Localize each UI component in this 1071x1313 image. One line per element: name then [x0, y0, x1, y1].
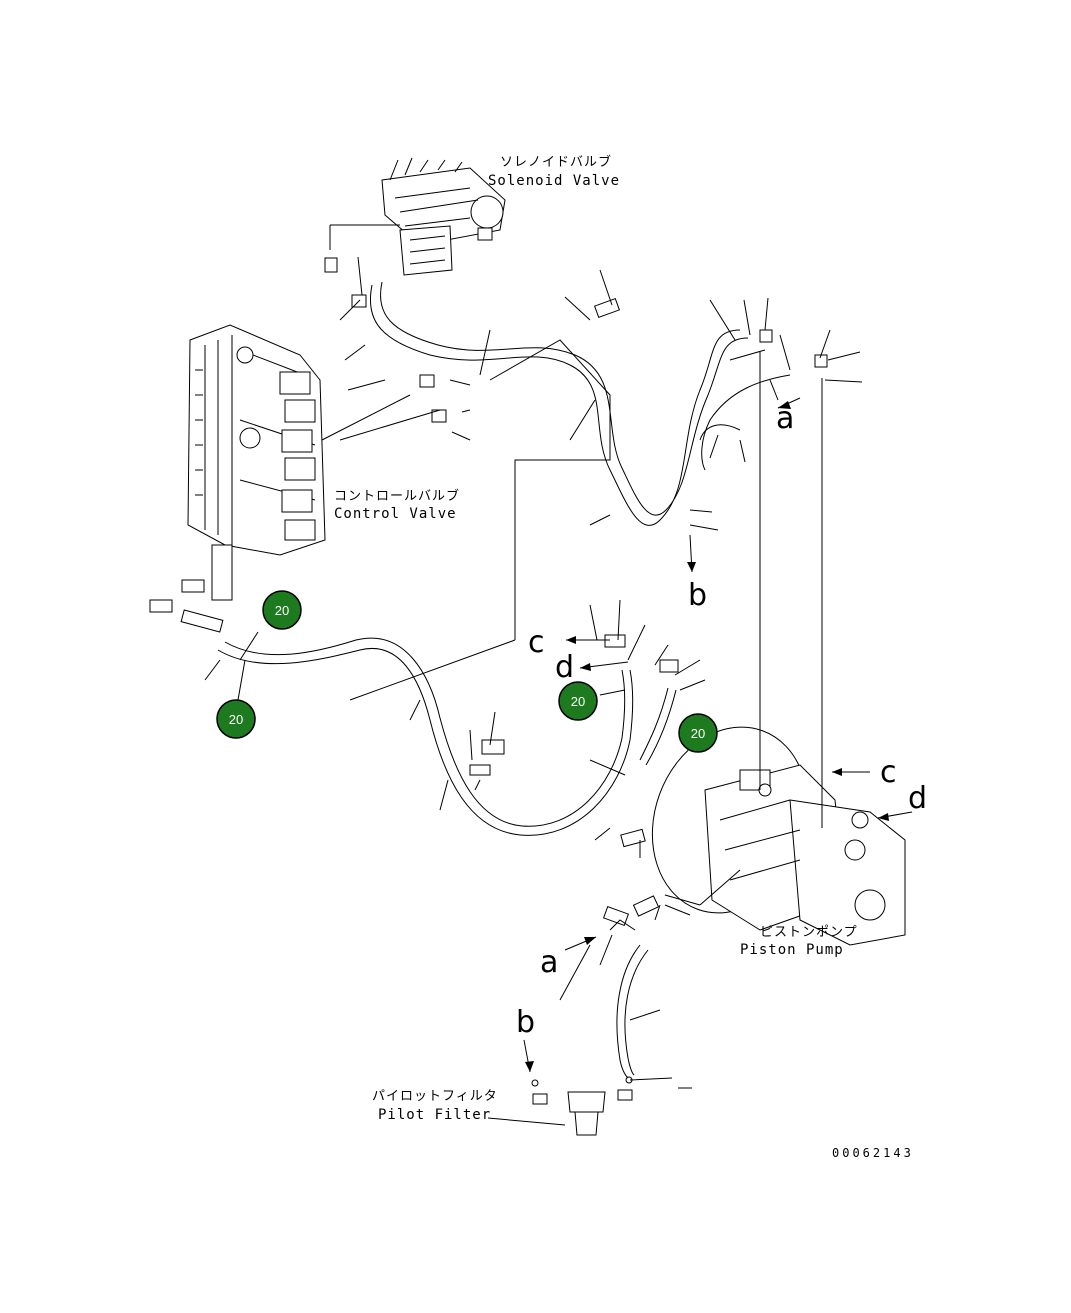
part-badge[interactable]: 20 [558, 681, 598, 721]
part-badge[interactable]: 20 [262, 590, 302, 630]
solenoid-valve-jp-label: ソレノイドバルブ [500, 154, 612, 170]
solenoid-valve-drawing [381, 157, 506, 276]
control-valve-jp-label: コントロールバルブ [334, 488, 460, 504]
drawing-code: 00062143 [832, 1146, 914, 1160]
ref-c-lower: c [880, 755, 897, 790]
badge-label: 20 [571, 694, 585, 709]
ref-a-upper: a [776, 401, 794, 436]
pilot-filter-en-label: Pilot Filter [378, 1107, 491, 1123]
ref-a-lower: a [540, 945, 558, 980]
piston-pump-drawing [651, 726, 906, 946]
control-valve-drawing [187, 324, 326, 601]
ref-c-upper: c [528, 625, 545, 660]
part-badge[interactable]: 20 [216, 699, 256, 739]
control-valve-en-label: Control Valve [334, 506, 457, 522]
badge-label: 20 [229, 712, 243, 727]
part-badge[interactable]: 20 [678, 713, 718, 753]
hose-lines [149, 257, 828, 1079]
pilot-filter-drawing [531, 1076, 633, 1136]
ref-d-lower: d [908, 781, 927, 816]
pilot-filter-leader [487, 1117, 566, 1126]
ref-b-lower: b [516, 1005, 535, 1040]
connection-arrows [523, 397, 913, 1073]
piston-pump-en-label: Piston Pump [740, 942, 844, 958]
badge-label: 20 [691, 726, 705, 741]
piston-pump-jp-label: ピストンポンプ [760, 925, 858, 940]
leader-lines [204, 224, 863, 1089]
solenoid-valve-en-label: Solenoid Valve [488, 173, 620, 189]
ref-b-upper: b [688, 578, 707, 613]
ref-d-upper: d [555, 650, 574, 685]
badge-label: 20 [275, 603, 289, 618]
pilot-filter-jp-label: パイロットフィルタ [372, 1089, 498, 1104]
